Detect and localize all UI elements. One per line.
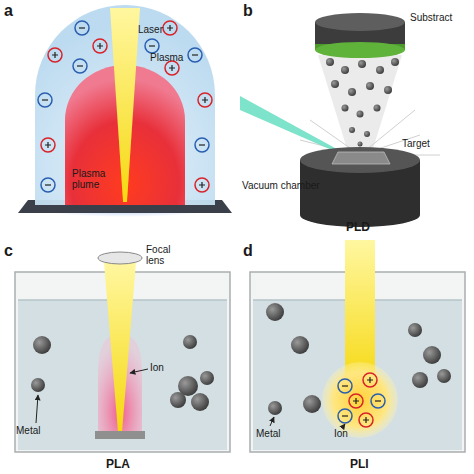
focal-lens <box>98 252 142 264</box>
target-plate <box>95 431 145 439</box>
panel-letter: d <box>243 242 253 260</box>
part-label: Metal <box>16 425 40 436</box>
negative-ion <box>41 178 55 192</box>
part-label: Focal lens <box>146 244 186 266</box>
target-plate <box>332 152 390 164</box>
panel-letter: a <box>4 2 13 20</box>
positive-ion <box>198 93 212 107</box>
leader-arrow <box>270 417 274 426</box>
metal-particles <box>31 335 214 411</box>
negative-ion <box>38 93 52 107</box>
positive-ion <box>195 178 209 192</box>
part-label: Target <box>402 138 430 149</box>
negative-ion <box>75 21 89 35</box>
negative-ion <box>338 409 352 423</box>
part-label: Metal <box>256 428 280 439</box>
part-label: Ion <box>334 428 348 439</box>
part-label: Vacuum chamber <box>242 180 320 191</box>
positive-ion <box>165 61 179 75</box>
glow <box>322 362 398 438</box>
panel-letter: c <box>4 242 13 260</box>
negative-ion <box>195 138 209 152</box>
plasma-dome <box>35 5 215 205</box>
positive-ion <box>41 138 55 152</box>
positive-ion <box>48 48 62 62</box>
positive-ion <box>363 373 377 387</box>
leader-arrow <box>36 395 38 423</box>
leader-arrow <box>342 424 345 428</box>
method-label: PLD <box>346 221 370 234</box>
laser-beam <box>110 8 140 202</box>
part-label: Plasma <box>150 52 183 63</box>
substrate-layer <box>315 42 405 58</box>
positive-ion <box>93 39 107 53</box>
vacuum-chamber-top <box>300 147 420 173</box>
ablation-cone <box>318 55 402 152</box>
positive-ion <box>349 394 363 408</box>
negative-ion <box>188 48 202 62</box>
method-label: PLA <box>106 458 130 471</box>
positive-ion <box>163 21 177 35</box>
part-label: Substract <box>410 12 452 23</box>
metal-particles <box>266 303 451 415</box>
negative-ion <box>371 394 385 408</box>
part-label: Ion <box>150 362 164 373</box>
panel-letter: b <box>243 2 253 20</box>
negative-ion <box>73 59 87 73</box>
part-label: Plasma plume <box>72 168 112 190</box>
substrate-top <box>315 13 405 31</box>
negative-ion <box>145 39 159 53</box>
positive-ion <box>359 413 373 427</box>
laser-beam <box>104 262 136 432</box>
part-label: Laser <box>138 24 163 35</box>
leader-arrow <box>130 369 148 373</box>
method-label: PLI <box>350 458 369 471</box>
particle-cloud <box>326 58 399 147</box>
negative-ion <box>338 379 352 393</box>
